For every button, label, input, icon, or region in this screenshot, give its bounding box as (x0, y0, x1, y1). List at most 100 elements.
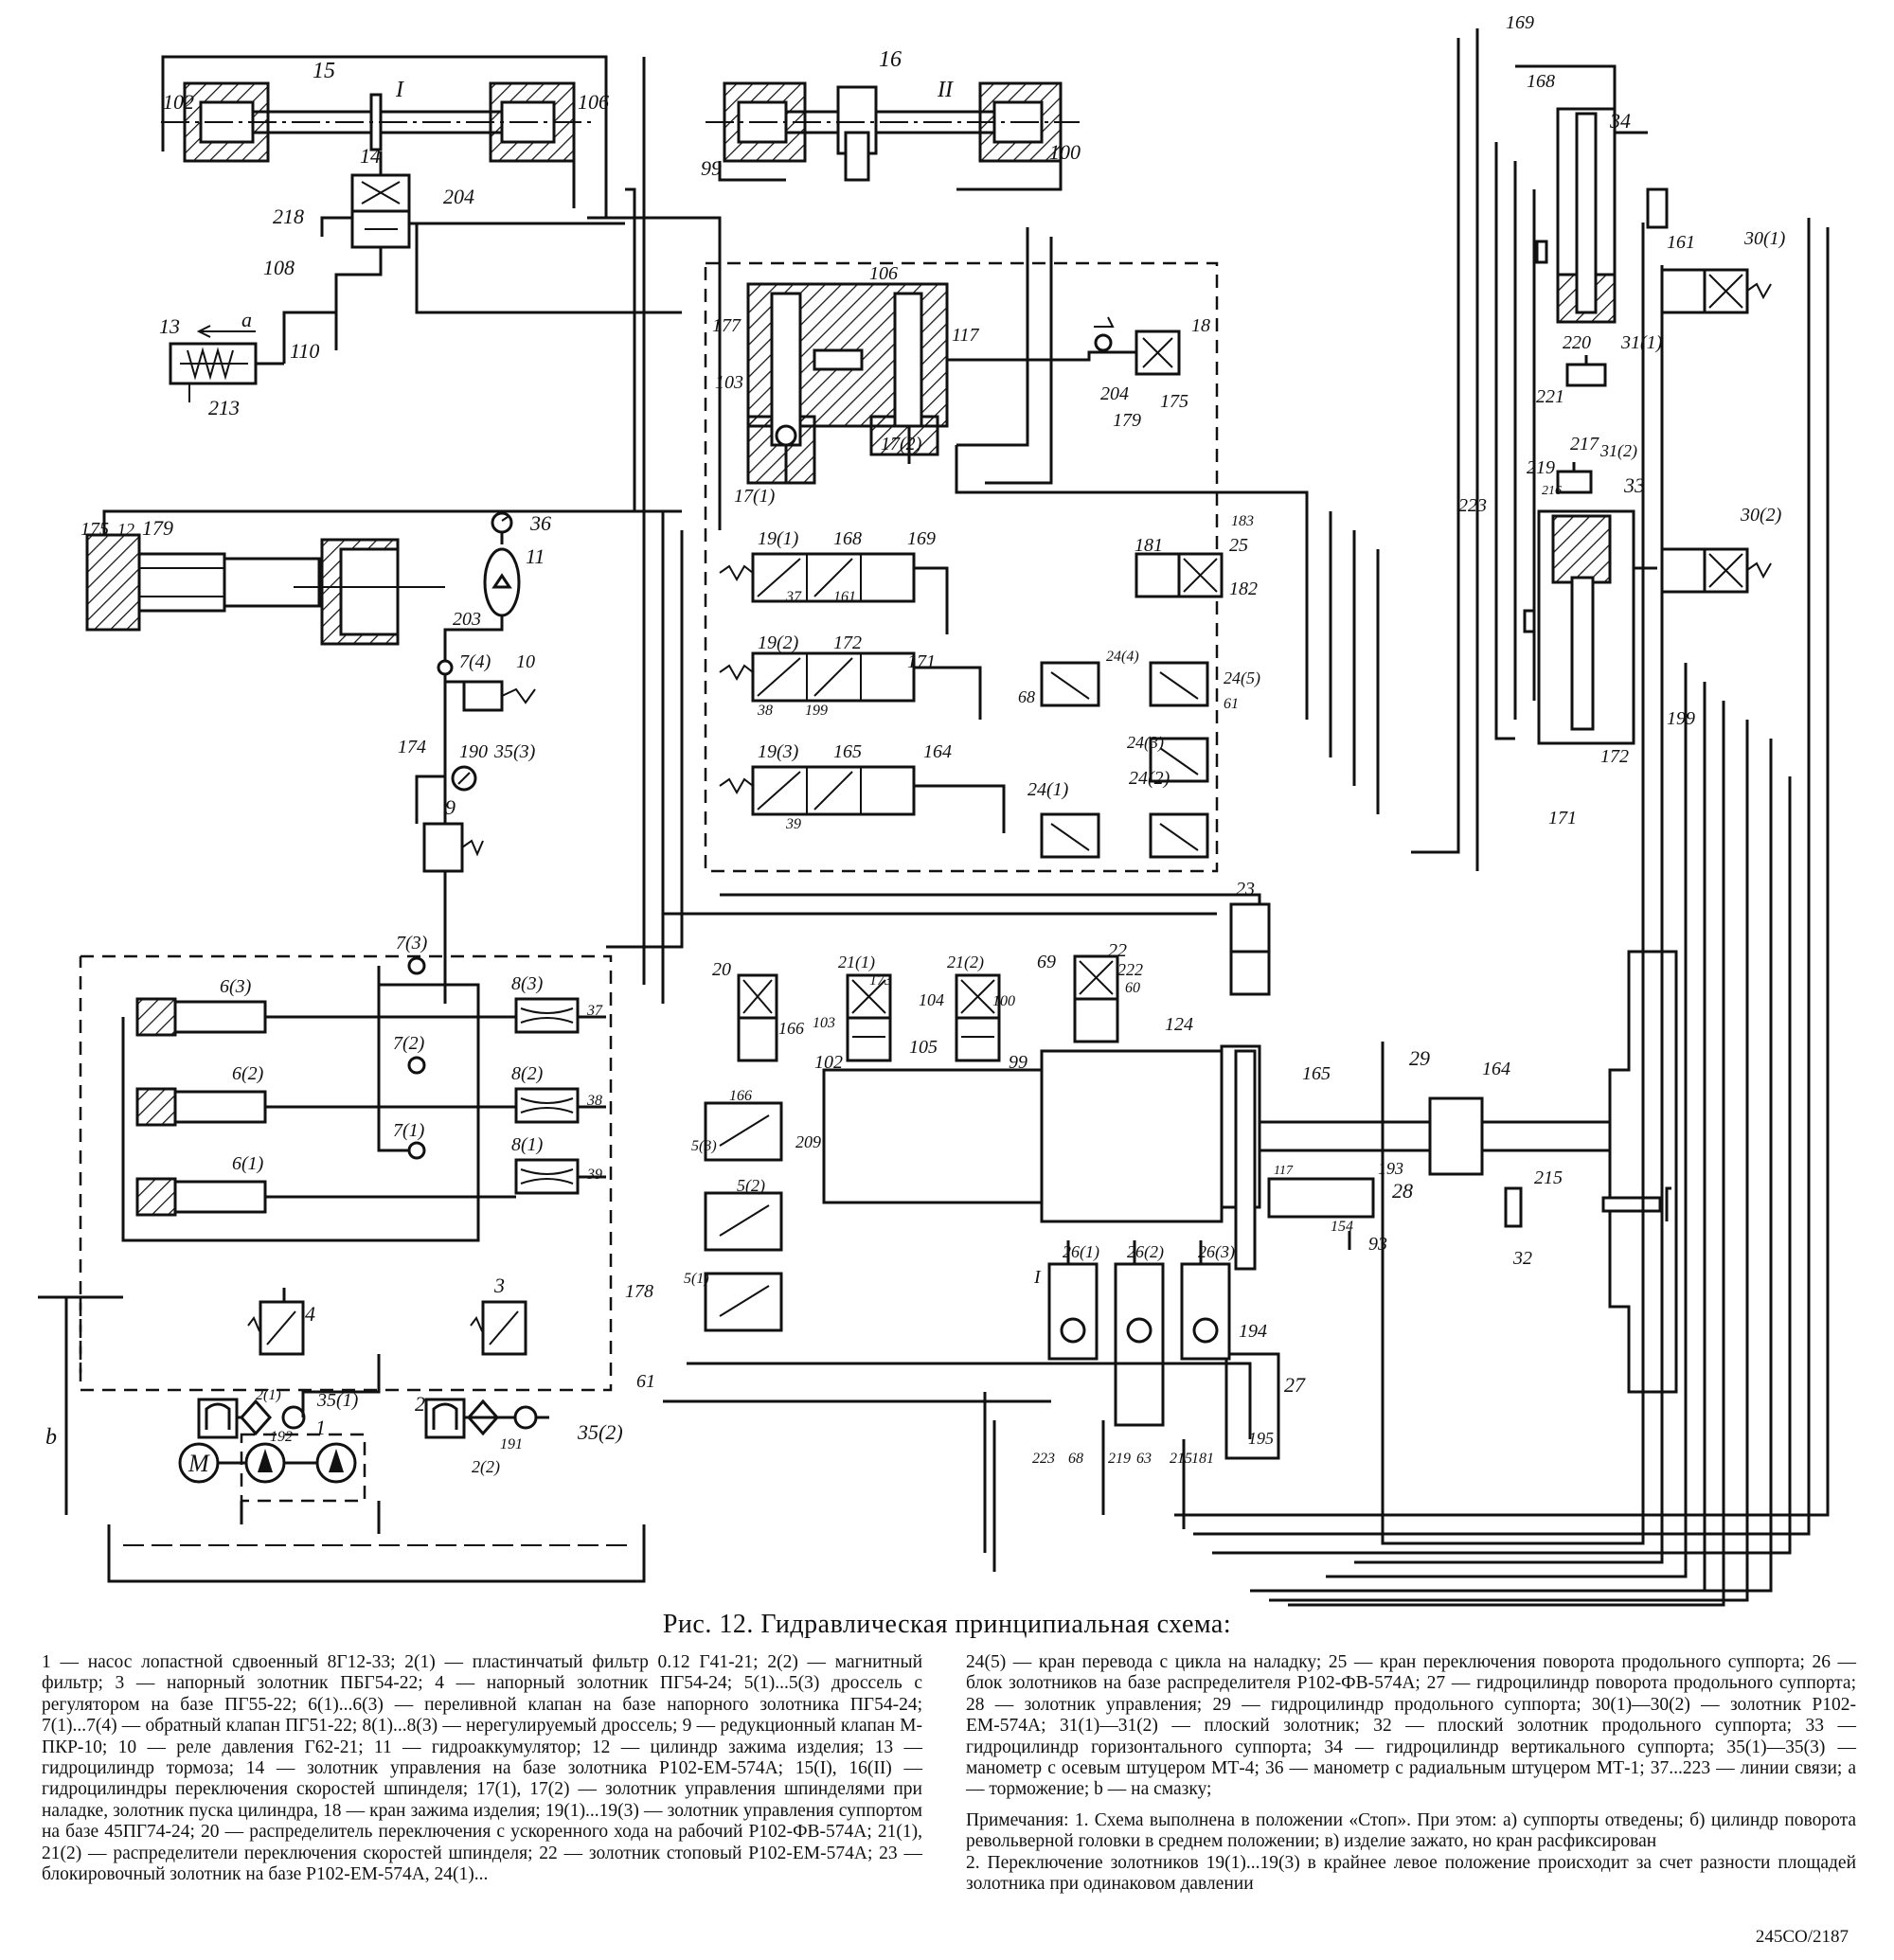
check-7-1 (407, 1141, 426, 1160)
label: 63 (1136, 1451, 1152, 1467)
valve-21-1 (846, 973, 892, 1062)
label: 106 (869, 263, 898, 284)
label: 14 (360, 144, 381, 168)
legend-right: 24(5) — кран перевода с цикла на наладку… (966, 1652, 1856, 1800)
label: 219 (1108, 1451, 1131, 1467)
label: 1 (315, 1416, 326, 1439)
label: 166 (729, 1088, 752, 1104)
label: 69 (1037, 952, 1056, 972)
label: 29 (1409, 1046, 1430, 1070)
label: 8(1) (511, 1134, 544, 1155)
valve-24-3 (1149, 737, 1209, 783)
label: 35(2) (577, 1420, 623, 1444)
chuck-12 (85, 509, 682, 646)
label: 168 (833, 528, 862, 549)
cylinder-16 (706, 81, 1080, 182)
valve-19-1 (719, 552, 916, 603)
label: 169 (1506, 12, 1534, 33)
label: 218 (273, 205, 304, 228)
label: 31(1) (1620, 332, 1663, 353)
label: 221 (1536, 386, 1564, 407)
valve-30-1 (1660, 268, 1772, 314)
label: 36 (529, 511, 551, 535)
label: 19(2) (758, 633, 799, 653)
label: 10 (516, 651, 535, 672)
valve-24-5 (1149, 661, 1209, 707)
label: 2(1) (256, 1387, 281, 1403)
label: 38 (757, 703, 773, 719)
label: 99 (1009, 1052, 1027, 1073)
label: 24(4) (1106, 649, 1139, 665)
label: 194 (1239, 1321, 1267, 1342)
label: 23 (1236, 879, 1255, 900)
label: 28 (1392, 1179, 1413, 1203)
label: 166 (778, 1019, 804, 1038)
label: 11 (526, 544, 545, 568)
label: II (937, 78, 954, 102)
label: 32 (1512, 1248, 1532, 1269)
label: 100 (992, 993, 1015, 1009)
throttle-5-1 (704, 1272, 783, 1332)
label: 215 (1170, 1451, 1192, 1467)
label: 191 (500, 1436, 523, 1452)
label: 12 (117, 520, 134, 539)
label: 106 (578, 90, 609, 114)
pipelines (606, 28, 1830, 1607)
label: 68 (1068, 1451, 1083, 1467)
turret-cylinder-29 (822, 950, 1678, 1460)
valve-24-2 (1149, 812, 1209, 859)
relief-6-1 (135, 1177, 267, 1217)
cylinder-13 (169, 311, 336, 402)
label: 4 (305, 1302, 315, 1326)
label: 181 (1135, 535, 1163, 556)
label: 154 (1331, 1219, 1353, 1235)
notes: Примечания: 1. Схема выполнена в положен… (966, 1810, 1856, 1896)
label: 24(5) (1224, 668, 1260, 688)
label: 30(2) (1740, 505, 1782, 526)
note-2: 2. Переключение золотников 19(1)...19(3)… (966, 1852, 1856, 1895)
valve-block-26 (1047, 1240, 1231, 1427)
valve-block-17 (746, 282, 949, 485)
label: 192 (270, 1429, 293, 1445)
valve-24-1 (1040, 812, 1100, 859)
label: b (45, 1425, 57, 1450)
label: 93 (1368, 1234, 1387, 1255)
label: 25 (1229, 535, 1248, 556)
label: 61 (636, 1371, 655, 1392)
label: 24(2) (1129, 768, 1170, 789)
legend-left: 1 — насос лопастной сдвоенный 8Г12-33; 2… (42, 1652, 922, 1885)
label: 61 (1224, 696, 1239, 712)
label: 161 (833, 589, 856, 605)
label: 220 (1563, 332, 1591, 353)
label: 18 (1191, 315, 1210, 336)
label: 174 (398, 737, 426, 757)
label: 99 (701, 156, 722, 180)
label: 102 (163, 90, 194, 114)
label: 181 (1191, 1451, 1214, 1467)
label: I (395, 78, 404, 102)
label: 6(2) (232, 1063, 264, 1084)
label: 102 (814, 1052, 843, 1073)
label: 26(3) (1198, 1242, 1235, 1262)
label: 169 (907, 528, 936, 549)
label: 7(4) (459, 651, 491, 672)
label: 31(2) (1599, 441, 1637, 461)
note-1: Примечания: 1. Схема выполнена в положен… (966, 1809, 1856, 1852)
label: 195 (1248, 1429, 1274, 1448)
label: I (1033, 1267, 1042, 1288)
label: 204 (443, 185, 474, 208)
label: 22 (1108, 940, 1127, 961)
figure-code: 245СО/2187 (1755, 1927, 1849, 1947)
label: 30(1) (1743, 228, 1786, 249)
label: 173 (869, 972, 892, 989)
label: 203 (453, 609, 481, 630)
label: 175 (80, 519, 109, 540)
label: 217 (1570, 434, 1599, 454)
label: 39 (785, 816, 801, 832)
label: 215 (1534, 1167, 1563, 1188)
label: 209 (795, 1132, 821, 1151)
valve-19-2 (719, 651, 916, 703)
valve-14 (320, 151, 682, 350)
label: 19(3) (758, 741, 799, 762)
label: 193 (1378, 1159, 1403, 1178)
